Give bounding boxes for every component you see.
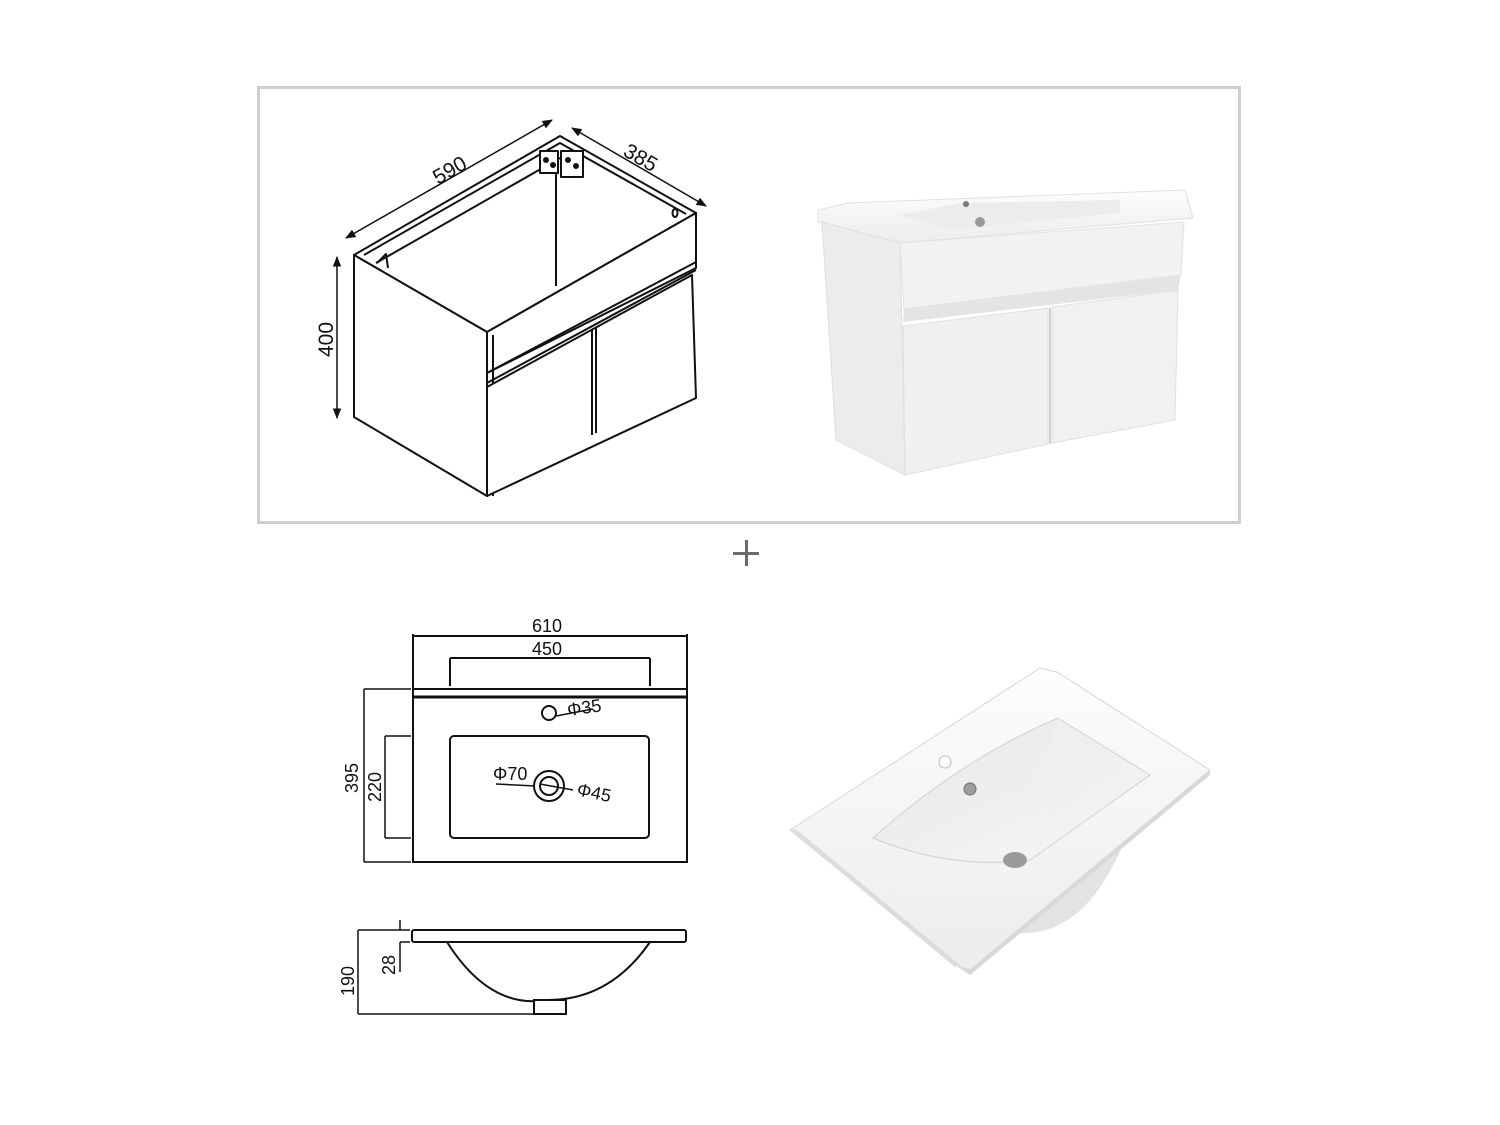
cabinet-render bbox=[817, 189, 1194, 476]
basin-side-view bbox=[357, 920, 687, 1015]
basin-rim-thickness-label: 28 bbox=[379, 955, 399, 975]
basin-render bbox=[789, 667, 1211, 975]
basin-overall-depth-label: 395 bbox=[342, 763, 362, 793]
cabinet-height-label: 400 bbox=[315, 322, 338, 357]
basin-overall-width-label: 610 bbox=[532, 616, 562, 636]
basin-top-view bbox=[363, 634, 688, 863]
cabinet-depth-label: 385 bbox=[620, 139, 662, 176]
basin-bowl-width-label: 450 bbox=[532, 639, 562, 659]
cabinet-width-label: 590 bbox=[429, 152, 471, 189]
tap-hole-diameter-label: Φ35 bbox=[566, 695, 603, 720]
plus-icon bbox=[733, 540, 759, 566]
basin-total-height-label: 190 bbox=[338, 966, 358, 996]
cabinet-line-drawing bbox=[353, 135, 697, 497]
basin-bowl-depth-label: 220 bbox=[365, 772, 385, 802]
drain-outer-diameter-label: Φ70 bbox=[493, 764, 527, 784]
cabinet-dimensions bbox=[332, 119, 707, 420]
